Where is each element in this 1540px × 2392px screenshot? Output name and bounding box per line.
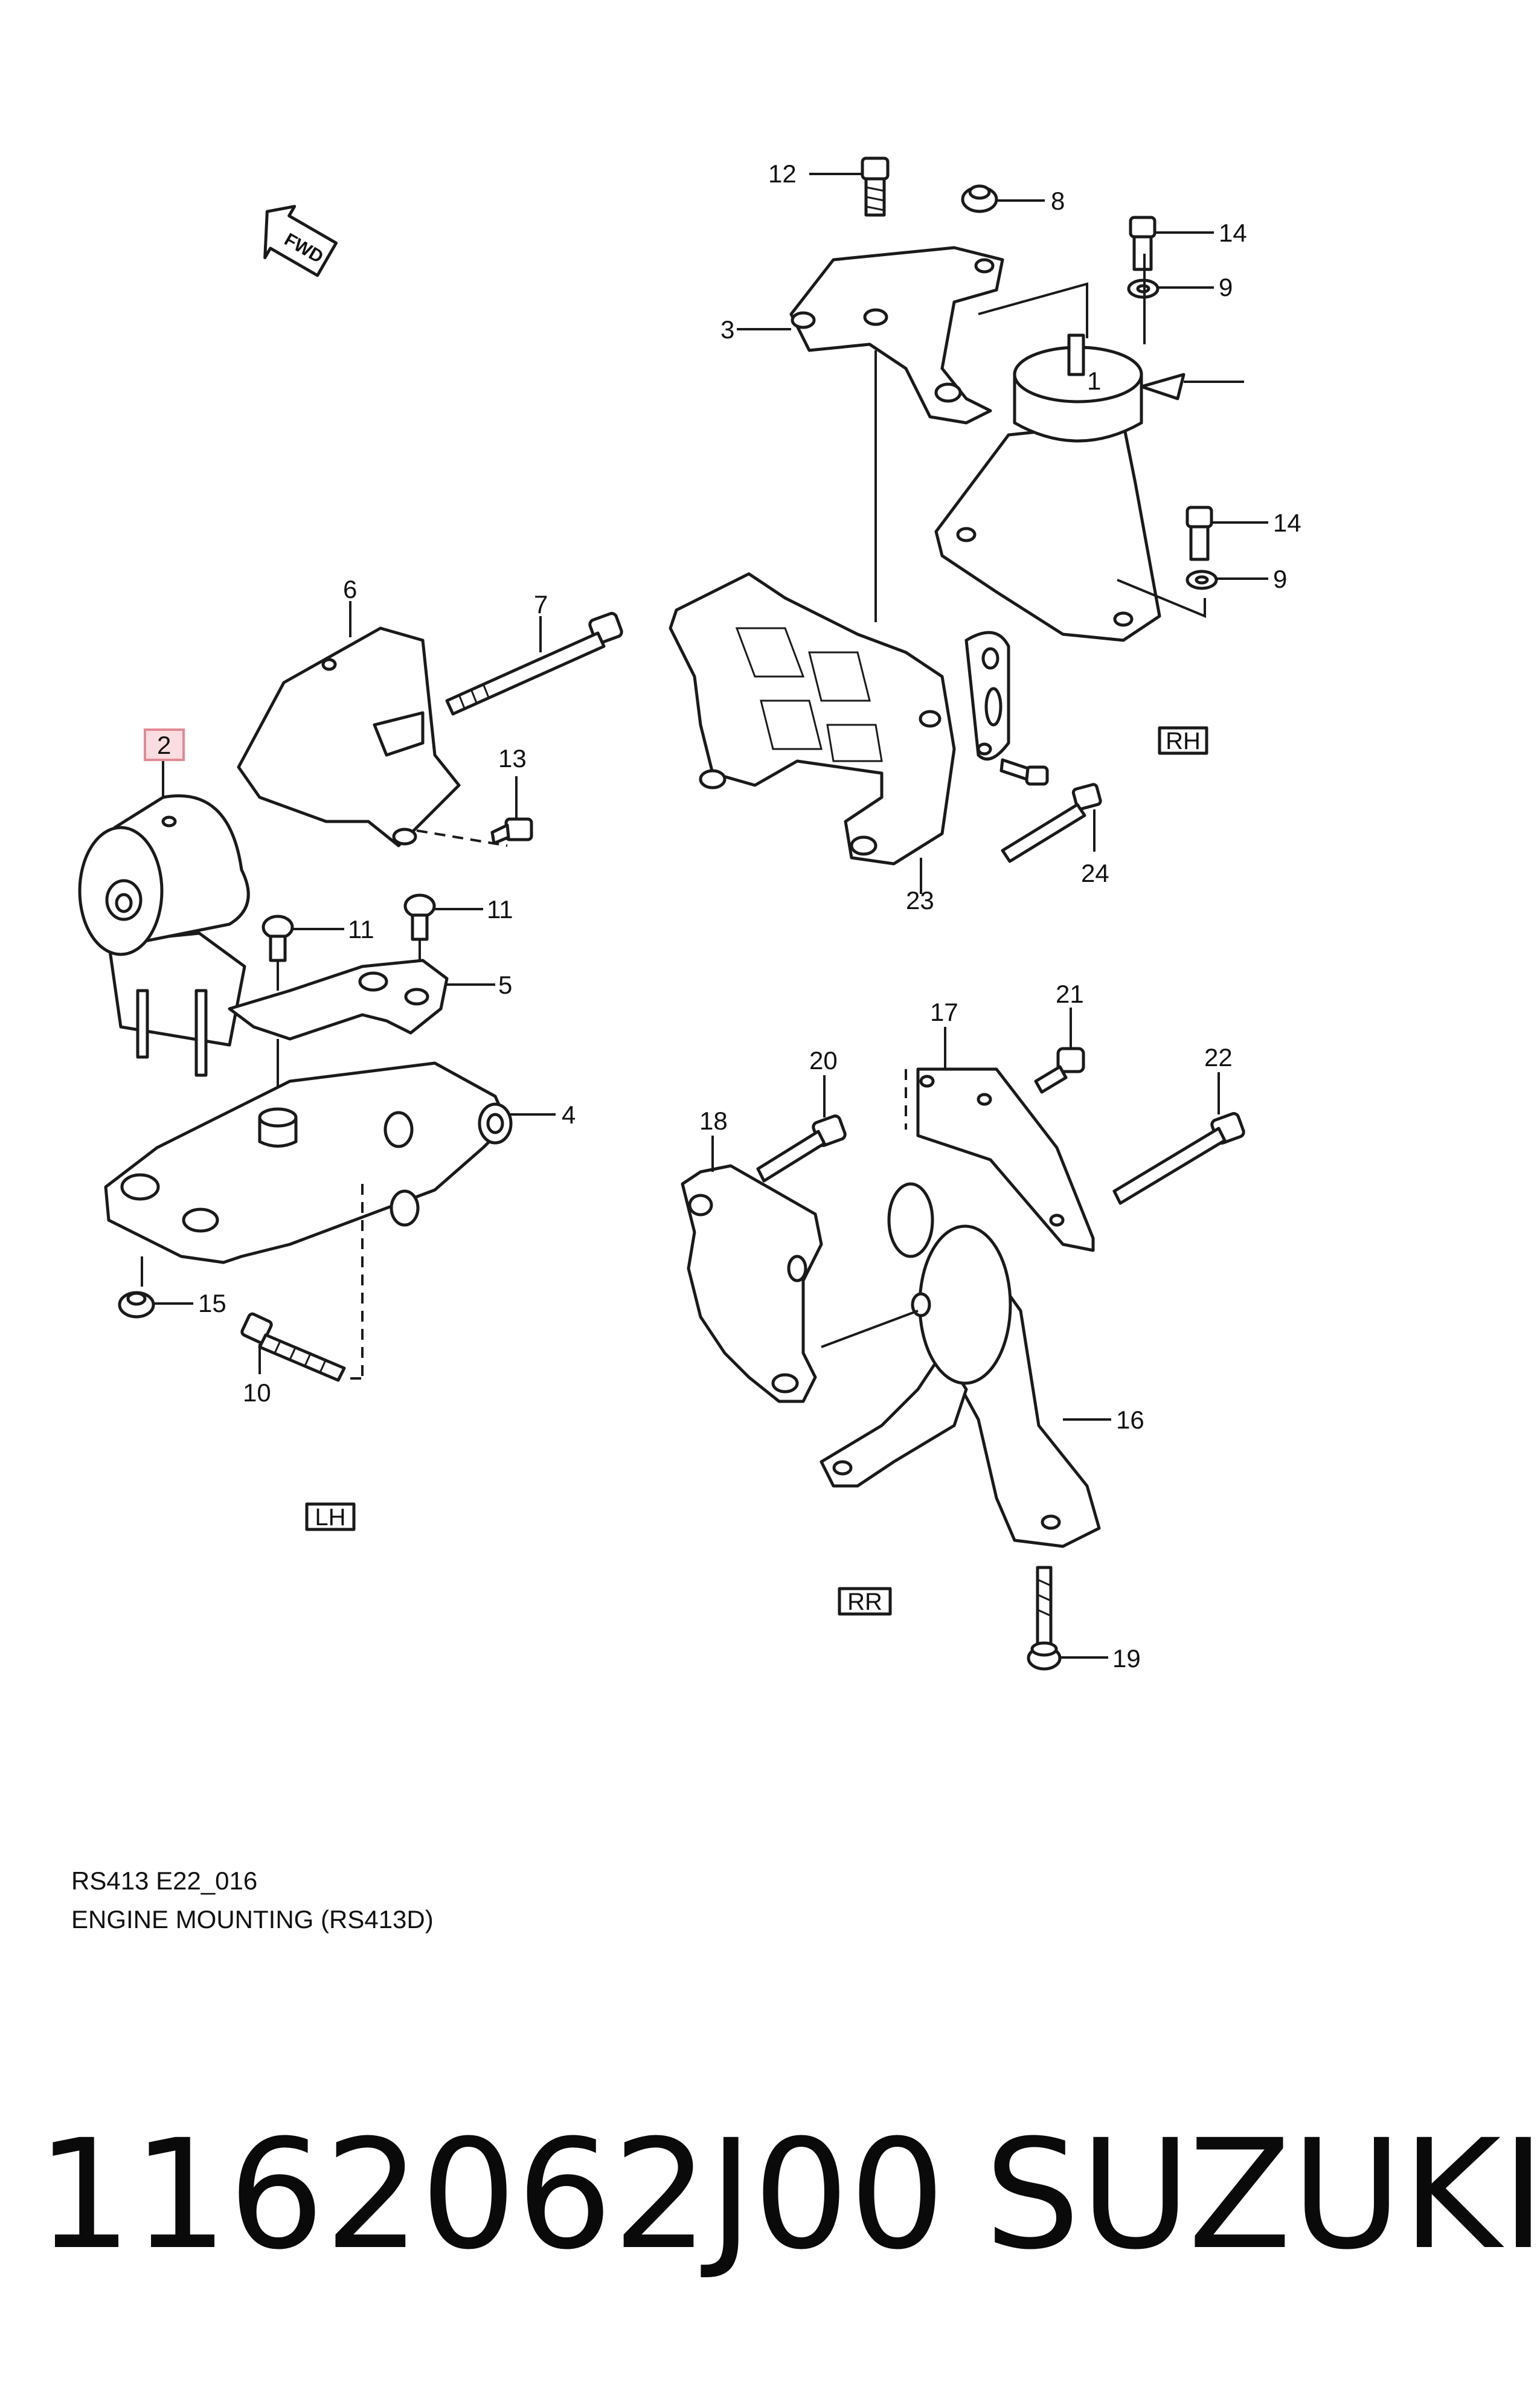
diagram-code: RS413 E22_016 — [71, 1866, 257, 1895]
rh-label-box — [1158, 726, 1208, 755]
bolt-7 — [445, 612, 623, 716]
bolt-13 — [490, 776, 533, 845]
callout-11-left: 11 — [348, 915, 374, 944]
callout-8: 8 — [1051, 187, 1065, 215]
mount-16 — [820, 1182, 1111, 1548]
bolt-22 — [1112, 1072, 1245, 1205]
callout-3: 3 — [720, 315, 734, 344]
nut-15 — [118, 1256, 193, 1319]
callout-9-upper: 9 — [1219, 273, 1233, 301]
callout-9-lower: 9 — [1273, 565, 1287, 593]
callout-20: 20 — [809, 1046, 838, 1075]
callout-10: 10 — [243, 1378, 271, 1407]
mount-2 — [78, 758, 250, 1077]
callout-24: 24 — [1081, 859, 1109, 887]
callout-21: 21 — [1056, 980, 1084, 1008]
leader-14-lower — [1117, 579, 1206, 618]
callout-12: 12 — [768, 159, 797, 188]
rh-label: RH — [1166, 728, 1201, 754]
bolt-14-upper — [1129, 216, 1214, 271]
callout-15: 15 — [198, 1289, 226, 1317]
bolt-11-left — [261, 915, 344, 962]
fwd-arrow-icon: FWD — [263, 205, 338, 277]
bolt-21 — [1034, 1008, 1085, 1094]
bolt-12 — [809, 156, 890, 217]
callout-11-right: 11 — [487, 895, 513, 924]
callout-14-lower: 14 — [1273, 509, 1301, 537]
stay-bracket — [964, 631, 1010, 761]
lh-label: LH — [315, 1504, 345, 1531]
brand-name: SUZUKI — [984, 2107, 1540, 2283]
callout-1: 1 — [1087, 367, 1101, 395]
mount-1 — [934, 333, 1244, 642]
nut-8 — [961, 184, 1045, 213]
callout-2: 2 — [157, 731, 171, 759]
callout-7: 7 — [534, 590, 548, 619]
part-number: 1162062J00 — [36, 2107, 945, 2283]
bolt-11-right — [403, 893, 483, 941]
callout-2-highlight — [144, 728, 185, 761]
bolt-19 — [1027, 1566, 1108, 1671]
bracket-18 — [681, 1136, 823, 1403]
callout-6: 6 — [343, 575, 357, 603]
bolt-10 — [240, 1312, 362, 1382]
washer-9-lower — [1185, 570, 1268, 590]
rr-label-box — [838, 1587, 892, 1616]
bracket-6 — [237, 601, 508, 847]
callout-14-upper: 14 — [1219, 219, 1247, 247]
diagram-title: ENGINE MOUNTING (RS413D) — [71, 1905, 434, 1934]
callout-5: 5 — [498, 971, 512, 999]
bracket-5 — [228, 959, 495, 1041]
diagram-sheet — [0, 0, 1540, 1993]
bolt-20 — [756, 1075, 847, 1183]
bracket-23 — [669, 572, 956, 894]
callout-22: 22 — [1204, 1043, 1233, 1072]
callout-16: 16 — [1116, 1406, 1144, 1434]
leader-1-upper — [978, 282, 1088, 338]
bolt-24 — [1001, 783, 1102, 863]
bracket-4 — [104, 1039, 556, 1377]
callout-18: 18 — [699, 1107, 728, 1135]
bolt-14-lower — [1185, 506, 1268, 561]
callout-13: 13 — [498, 744, 527, 773]
callout-19: 19 — [1112, 1644, 1141, 1673]
callout-4: 4 — [562, 1101, 576, 1129]
bracket-3 — [737, 246, 1004, 425]
bracket-17 — [905, 1027, 1095, 1252]
callout-23: 23 — [906, 886, 934, 915]
rr-label: RR — [847, 1589, 882, 1615]
bolt-small-stay — [999, 758, 1049, 786]
lh-label-box — [305, 1502, 356, 1531]
callout-17: 17 — [930, 998, 958, 1026]
